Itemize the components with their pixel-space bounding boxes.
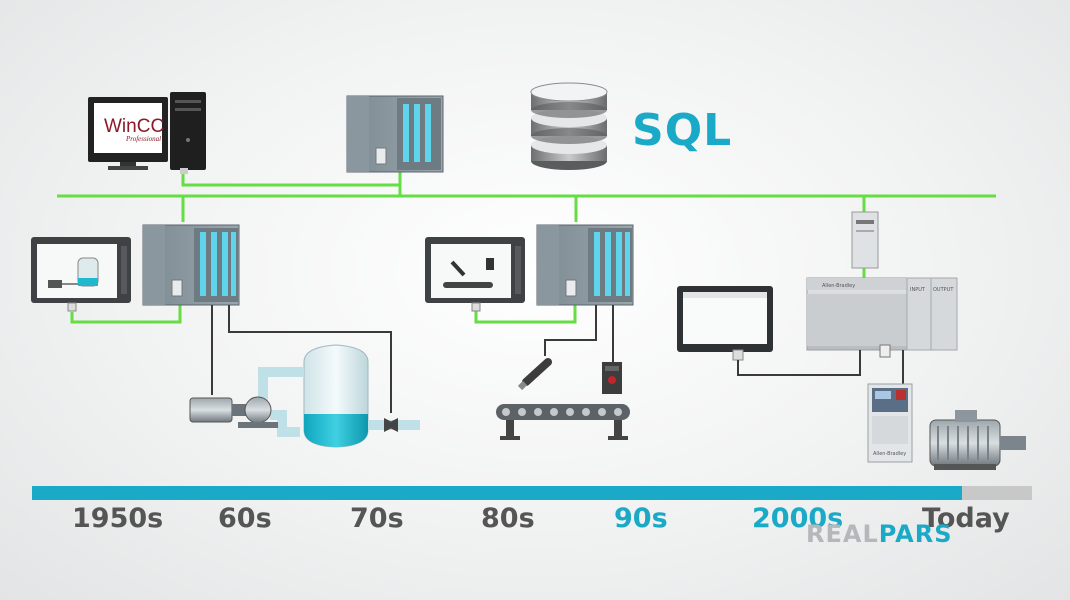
brand-part-1: REAL <box>806 520 879 548</box>
hmi-panel-right <box>677 286 773 361</box>
right-plant-wiring <box>737 350 904 384</box>
vfd-brand: Allen-Bradley <box>873 451 906 457</box>
realpars-watermark: REALPARS <box>806 520 952 548</box>
pc-tower <box>170 92 206 170</box>
storage-tank <box>303 344 369 448</box>
plc-left <box>142 224 240 306</box>
network-bus <box>57 170 996 324</box>
ab-output-label: OUTPUT <box>933 287 954 293</box>
photo-sensor <box>602 362 622 394</box>
timeline-label-60s: 60s <box>218 503 272 534</box>
hmi-panel-middle <box>425 237 525 312</box>
sql-label: SQL <box>632 105 732 156</box>
top-plc <box>346 95 444 173</box>
proximity-sensor <box>517 358 552 391</box>
ab-plc-brand: Allen-Bradley <box>822 283 855 289</box>
timeline-label-1950s: 1950s <box>72 503 164 534</box>
motor-right <box>929 410 1026 470</box>
timeline-progress <box>32 486 962 500</box>
middle-plant-wiring <box>544 305 614 362</box>
hmi-panel-left <box>31 237 131 312</box>
wincc-workstation: WinCC Professional <box>88 92 206 174</box>
timeline-label-70s: 70s <box>350 503 404 534</box>
pump-motor-left <box>189 396 278 428</box>
wincc-sub-text: Professional <box>125 135 161 143</box>
timeline-label-today: Today <box>922 503 1010 534</box>
conveyor-belt <box>496 404 630 440</box>
vfd-drive: Allen-Bradley <box>867 383 913 463</box>
wincc-logo-text: WinCC <box>104 116 164 137</box>
valve-icon <box>384 418 398 432</box>
timeline-label-2000s: 2000s <box>752 503 844 534</box>
left-plant-wiring <box>211 305 392 413</box>
brand-part-2: PARS <box>878 520 953 548</box>
ab-plc: Allen-Bradley INPUT OUTPUT <box>806 277 958 358</box>
timeline-label-90s: 90s <box>614 503 668 534</box>
plc-middle <box>536 224 634 306</box>
network-module <box>851 211 879 269</box>
timeline-label-80s: 80s <box>481 503 535 534</box>
ab-input-label: INPUT <box>910 287 926 293</box>
database-icon <box>530 82 608 170</box>
